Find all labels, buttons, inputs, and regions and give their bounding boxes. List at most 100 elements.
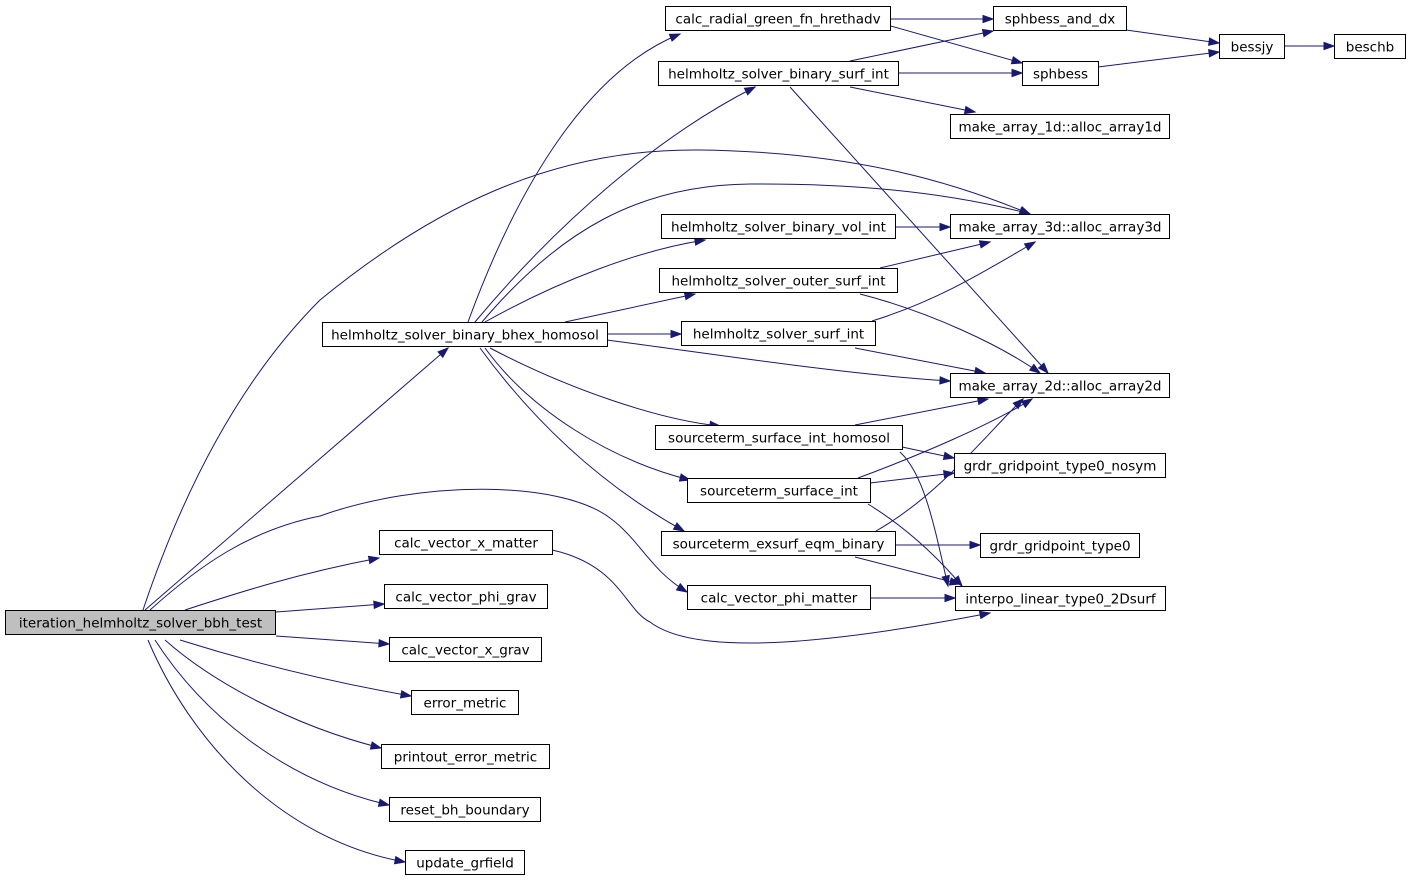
node-make-array-1d-alloc-array1d[interactable]: make_array_1d::alloc_array1d <box>950 114 1170 139</box>
node-box <box>5 610 276 635</box>
node-calc-vector-phi-matter[interactable]: calc_vector_phi_matter <box>687 585 871 610</box>
node-update-grfield[interactable]: update_grfield <box>405 850 525 875</box>
node-box <box>655 425 903 450</box>
arrowhead <box>373 600 386 610</box>
node-make-array-3d-alloc-array3d[interactable]: make_array_3d::alloc_array3d <box>950 214 1170 239</box>
node-box <box>665 6 891 31</box>
node-interpo-linear-type0-2dsurf[interactable]: interpo_linear_type0_2Dsurf <box>955 586 1166 611</box>
node-error-metric[interactable]: error_metric <box>411 690 519 715</box>
arrowhead <box>369 741 383 750</box>
arrowhead <box>969 540 982 550</box>
arrowhead <box>978 240 992 249</box>
arrowhead <box>1208 37 1221 46</box>
edge-root-to-cvxm <box>184 555 381 611</box>
node-label: helmholtz_solver_binary_bhex_homosol <box>331 328 599 344</box>
node-label: interpo_linear_type0_2Dsurf <box>965 592 1157 608</box>
node-calc-vector-phi-grav[interactable]: calc_vector_phi_grav <box>384 584 548 609</box>
edge-hbsi-to-sbdx <box>849 28 995 62</box>
node-label: calc_vector_phi_grav <box>395 590 536 606</box>
node-sphbess[interactable]: sphbess <box>1022 61 1099 86</box>
arrowhead <box>1012 397 1025 410</box>
node-helmholtz-solver-surf-int[interactable]: helmholtz_solver_surf_int <box>681 321 876 346</box>
edge-bhex-to-crg <box>467 33 682 323</box>
node-box <box>950 373 1170 398</box>
node-helmholtz-solver-outer-surf-int[interactable]: helmholtz_solver_outer_surf_int <box>659 268 898 293</box>
edge-root-to-errm <box>179 639 413 699</box>
edge-root-to-bhex <box>144 347 450 611</box>
node-sourceterm-surface-int[interactable]: sourceterm_surface_int <box>687 478 871 503</box>
node-label: update_grfield <box>416 856 514 872</box>
arrowhead <box>675 582 689 593</box>
node-box <box>658 61 899 86</box>
node-helmholtz-solver-binary-surf-int[interactable]: helmholtz_solver_binary_surf_int <box>658 61 899 86</box>
node-grdr-gridpoint-type0-nosym[interactable]: grdr_gridpoint_type0_nosym <box>954 453 1166 478</box>
node-iteration-helmholtz-solver-bbh-test[interactable]: iteration_helmholtz_solver_bbh_test <box>5 610 276 635</box>
node-bessjy[interactable]: bessjy <box>1219 34 1285 59</box>
edge-bhex-to-a3d <box>481 183 1032 323</box>
node-printout-error-metric[interactable]: printout_error_metric <box>381 744 550 769</box>
arrowhead <box>393 855 407 865</box>
edge-hsi-to-a3d <box>871 241 1037 322</box>
node-label: make_array_1d::alloc_array1d <box>959 120 1162 136</box>
arrowhead <box>948 577 962 586</box>
node-box <box>950 114 1170 139</box>
edge-hosi-to-a3d <box>879 240 992 269</box>
node-box <box>681 321 876 346</box>
node-box <box>322 322 608 347</box>
node-calc-radial-green-fn-hrethadv[interactable]: calc_radial_green_fn_hrethadv <box>665 6 891 31</box>
node-label: sphbess <box>1033 67 1088 83</box>
node-label: grdr_gridpoint_type0_nosym <box>964 459 1157 475</box>
arrowhead <box>437 347 450 359</box>
node-calc-vector-x-matter[interactable]: calc_vector_x_matter <box>379 530 553 555</box>
edge-bhex-to-ssih <box>489 347 722 430</box>
node-sourceterm-surface-int-homosol[interactable]: sourceterm_surface_int_homosol <box>655 425 903 450</box>
arrowhead <box>377 798 391 807</box>
node-calc-vector-x-grav[interactable]: calc_vector_x_grav <box>389 637 542 662</box>
node-label: helmholtz_solver_surf_int <box>693 327 864 343</box>
node-sphbess-and-dx[interactable]: sphbess_and_dx <box>993 6 1127 31</box>
node-box <box>411 690 519 715</box>
node-box <box>1022 61 1099 86</box>
node-make-array-2d-alloc-array2d[interactable]: make_array_2d::alloc_array2d <box>950 373 1170 398</box>
edge-bhex-to-hosi <box>564 291 697 323</box>
edge-ssih-to-ggn <box>901 446 956 461</box>
edge-sbdx-to-bj <box>1125 29 1221 46</box>
arrowhead <box>378 638 391 648</box>
arrowhead <box>1037 362 1049 375</box>
arrowhead <box>1323 41 1336 51</box>
arrowhead <box>1028 363 1042 374</box>
edge-crg-to-sb <box>879 22 1024 65</box>
node-reset-bh-boundary[interactable]: reset_bh_boundary <box>389 797 541 822</box>
edge-cvpm-to-ilt <box>870 593 957 603</box>
edge-ssih-to-ilt <box>899 451 950 588</box>
edge-bhex-to-a2d <box>606 339 952 385</box>
node-label: sourceterm_surface_int_homosol <box>668 431 890 447</box>
node-box <box>405 850 525 875</box>
node-label: calc_vector_x_grav <box>401 643 529 659</box>
arrowhead <box>668 33 682 42</box>
arrowhead <box>670 329 683 339</box>
node-box <box>661 214 896 239</box>
node-box <box>661 531 896 556</box>
node-sourceterm-exsurf-eqm-binary[interactable]: sourceterm_exsurf_eqm_binary <box>661 531 896 556</box>
node-box <box>389 637 542 662</box>
arrowhead <box>939 376 952 385</box>
arrowhead <box>367 555 381 565</box>
arrowhead <box>672 522 686 532</box>
node-grdr-gridpoint-type0[interactable]: grdr_gridpoint_type0 <box>980 533 1140 558</box>
node-box <box>384 584 548 609</box>
edge-root-to-cvpg <box>275 600 386 613</box>
node-box <box>381 744 550 769</box>
arrowhead <box>963 105 977 115</box>
node-label: reset_bh_boundary <box>400 803 529 819</box>
edge-bhex-to-hsi <box>607 329 683 339</box>
node-helmholtz-solver-binary-bhex-homosol[interactable]: helmholtz_solver_binary_bhex_homosol <box>322 322 608 347</box>
node-beschb[interactable]: beschb <box>1334 34 1406 59</box>
edge-root-to-rbh <box>154 639 391 807</box>
arrowhead <box>1011 68 1024 78</box>
node-helmholtz-solver-binary-vol-int[interactable]: helmholtz_solver_binary_vol_int <box>661 214 896 239</box>
node-label: calc_radial_green_fn_hrethadv <box>675 12 880 28</box>
arrowhead <box>978 610 992 620</box>
arrowhead <box>743 86 757 96</box>
node-box <box>389 797 541 822</box>
